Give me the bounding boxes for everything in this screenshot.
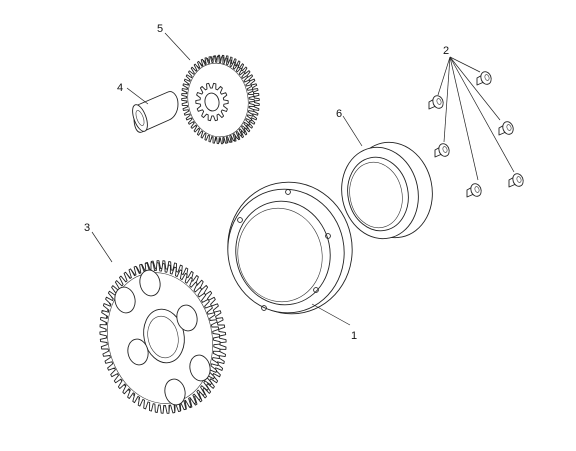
gear-5-face-ring [187, 62, 249, 138]
bolt-2 [476, 71, 492, 86]
bolt-head [470, 183, 482, 197]
starter-driven-gear-part-3 [99, 260, 227, 414]
bolt-6 [508, 173, 524, 188]
gear-3-window-4 [189, 354, 211, 382]
callout-6: 6 [336, 108, 342, 120]
bolt-socket [484, 74, 490, 81]
bolt-1 [428, 95, 444, 110]
callout-1: 1 [351, 330, 357, 342]
callout-3: 3 [84, 222, 90, 234]
gear-3-window-2 [139, 269, 161, 297]
bolt-socket [506, 124, 512, 131]
gear-3-window-1 [114, 286, 136, 314]
bolt-socket [474, 186, 480, 193]
bolt-socket [442, 146, 448, 153]
bolt-3 [434, 143, 450, 158]
callout-4: 4 [117, 82, 123, 94]
gear-3-window-3 [176, 304, 198, 332]
bolt-head [432, 95, 444, 109]
bolt-head [502, 121, 514, 135]
callout-2: 2 [443, 45, 449, 57]
gear-5-bore [204, 92, 220, 112]
bolt-socket [516, 176, 522, 183]
starter-clutch-housing-part-1 [227, 181, 353, 315]
gear-3-window-5 [164, 378, 186, 406]
sprag-ring-part-6 [341, 141, 433, 240]
leader-lines [91, 32, 515, 326]
idler-gear-part-5 [181, 54, 260, 145]
gear-3-hub-outer [143, 308, 185, 364]
bolt-4 [498, 121, 514, 136]
gear-3-hub-inner [147, 315, 179, 359]
bolt-head [480, 71, 492, 85]
bolt-5 [466, 183, 482, 198]
bolt-head [512, 173, 524, 187]
callout-5: 5 [157, 23, 163, 35]
callouts: 5 4 3 6 1 2 [84, 23, 449, 342]
bolt-socket [436, 98, 442, 105]
bolts-part-2 [428, 71, 524, 198]
pin-part-4 [132, 91, 179, 133]
bolt-head [438, 143, 450, 157]
gear-3-window-6 [127, 338, 149, 366]
